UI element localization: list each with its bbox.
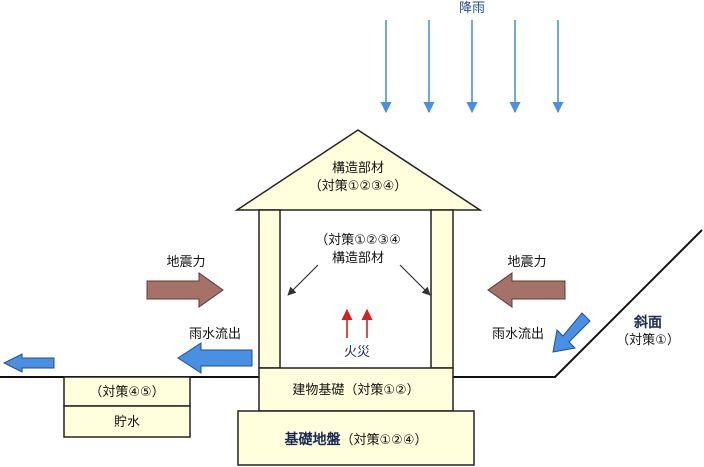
roof-measures: （対策①②③④） [309,178,408,194]
roof [234,129,483,211]
earthquake-label-right: 地震力 [507,255,546,270]
earthquake-label-left: 地震力 [166,255,205,270]
rain-label: 降雨 [459,1,485,16]
earthquake-arrow-left [146,272,224,308]
runoff-arrow-left [177,342,253,374]
slope-title: 斜面 [633,314,662,331]
runoff-label-right: 雨水流出 [492,327,544,342]
ground-foundation-label: 基礎地盤（対策①②④） [285,431,428,448]
building-foundation-box [258,367,454,412]
ground-measures: （対策①②④） [341,432,428,448]
storage-label: 貯水 [114,415,140,430]
building-foundation-label: 建物基礎（対策①②） [292,382,419,398]
runoff-arrow-far-left [2,353,55,373]
storage-measures: （対策④⑤） [89,384,164,400]
runoff-label-left: 雨水流出 [189,327,241,342]
interior-arrow-right [399,264,431,296]
runoff-arrow-right [552,312,591,353]
interior-title: 構造部材 [332,251,384,266]
ground-title: 基礎地盤 [285,431,342,448]
earthquake-arrow-right [487,272,566,308]
fire-label: 火災 [344,345,370,360]
interior-arrow-left [287,264,319,296]
ground-foundation-box [237,410,475,466]
storage-box [63,405,191,438]
interior-measures: （対策①②③④ [315,232,401,248]
slope-measures: （対策①） [616,332,680,348]
left-column [258,209,281,369]
rain-arrows [380,20,564,114]
roof-title: 構造部材 [332,161,384,176]
right-column [430,209,454,369]
